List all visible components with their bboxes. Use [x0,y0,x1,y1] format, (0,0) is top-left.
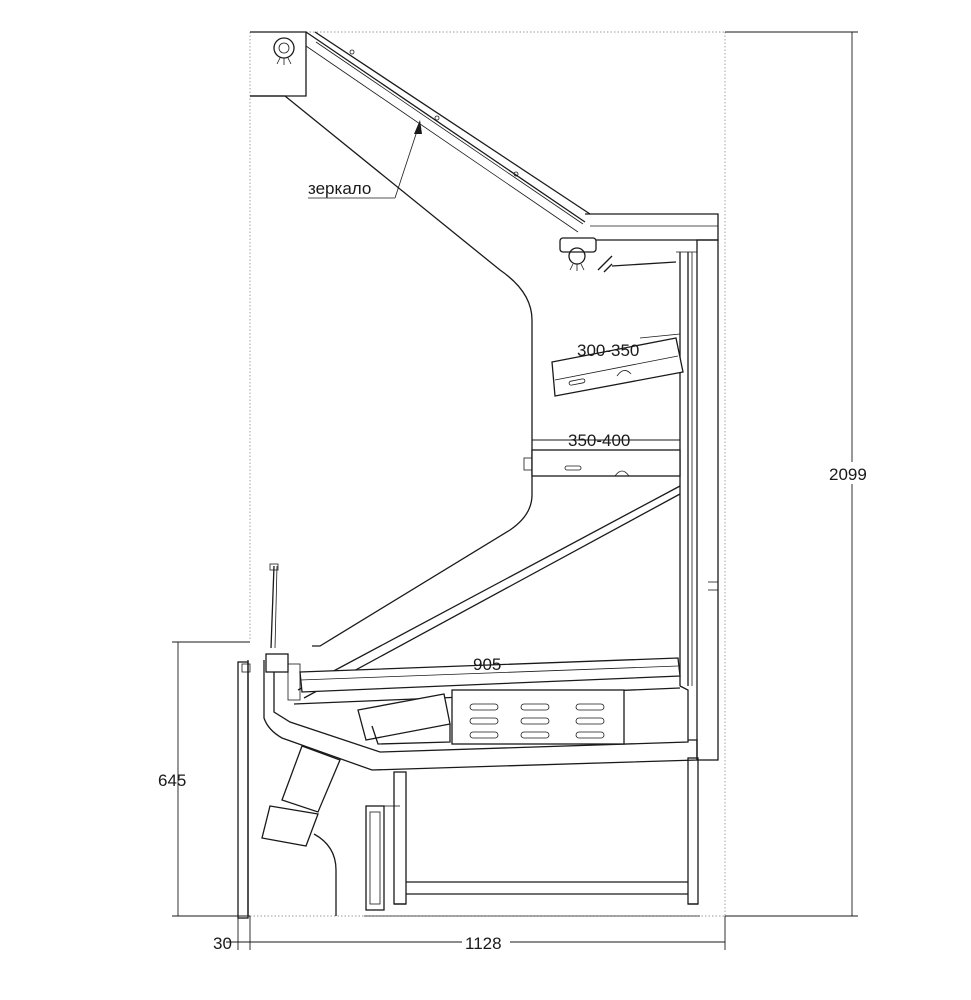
base-shelf-depth: 905 [473,655,501,674]
rear-wall [676,239,719,761]
dim-base-height: 645 [158,641,250,917]
shelf-middle: 350-400 [523,431,681,477]
inner-profile [250,95,533,647]
condensing-unit [365,805,400,911]
base-shelf: 905 [299,655,681,693]
shelf-upper-depth: 300-350 [577,341,639,360]
tub [263,563,698,771]
offset-label: 30 [213,934,232,953]
base-frame [364,757,700,917]
shelf-upper: 300-350 [551,333,684,397]
total-height-label: 2099 [829,465,867,484]
evaporator-slots [469,703,605,739]
canopy [250,31,719,273]
mirror-callout: зеркало [308,120,422,199]
lamp-icon [273,37,295,59]
dim-total-height: 2099 [725,31,878,917]
drain-pipe [261,745,341,916]
diagonal-brace [297,485,681,699]
dim-bottom: 30 1128 [213,916,726,953]
total-depth-label: 1128 [465,934,502,953]
mirror-label: зеркало [308,179,371,198]
shelf-middle-depth: 350-400 [568,431,630,450]
base-height-label: 645 [158,771,186,790]
front-panel [237,660,251,919]
